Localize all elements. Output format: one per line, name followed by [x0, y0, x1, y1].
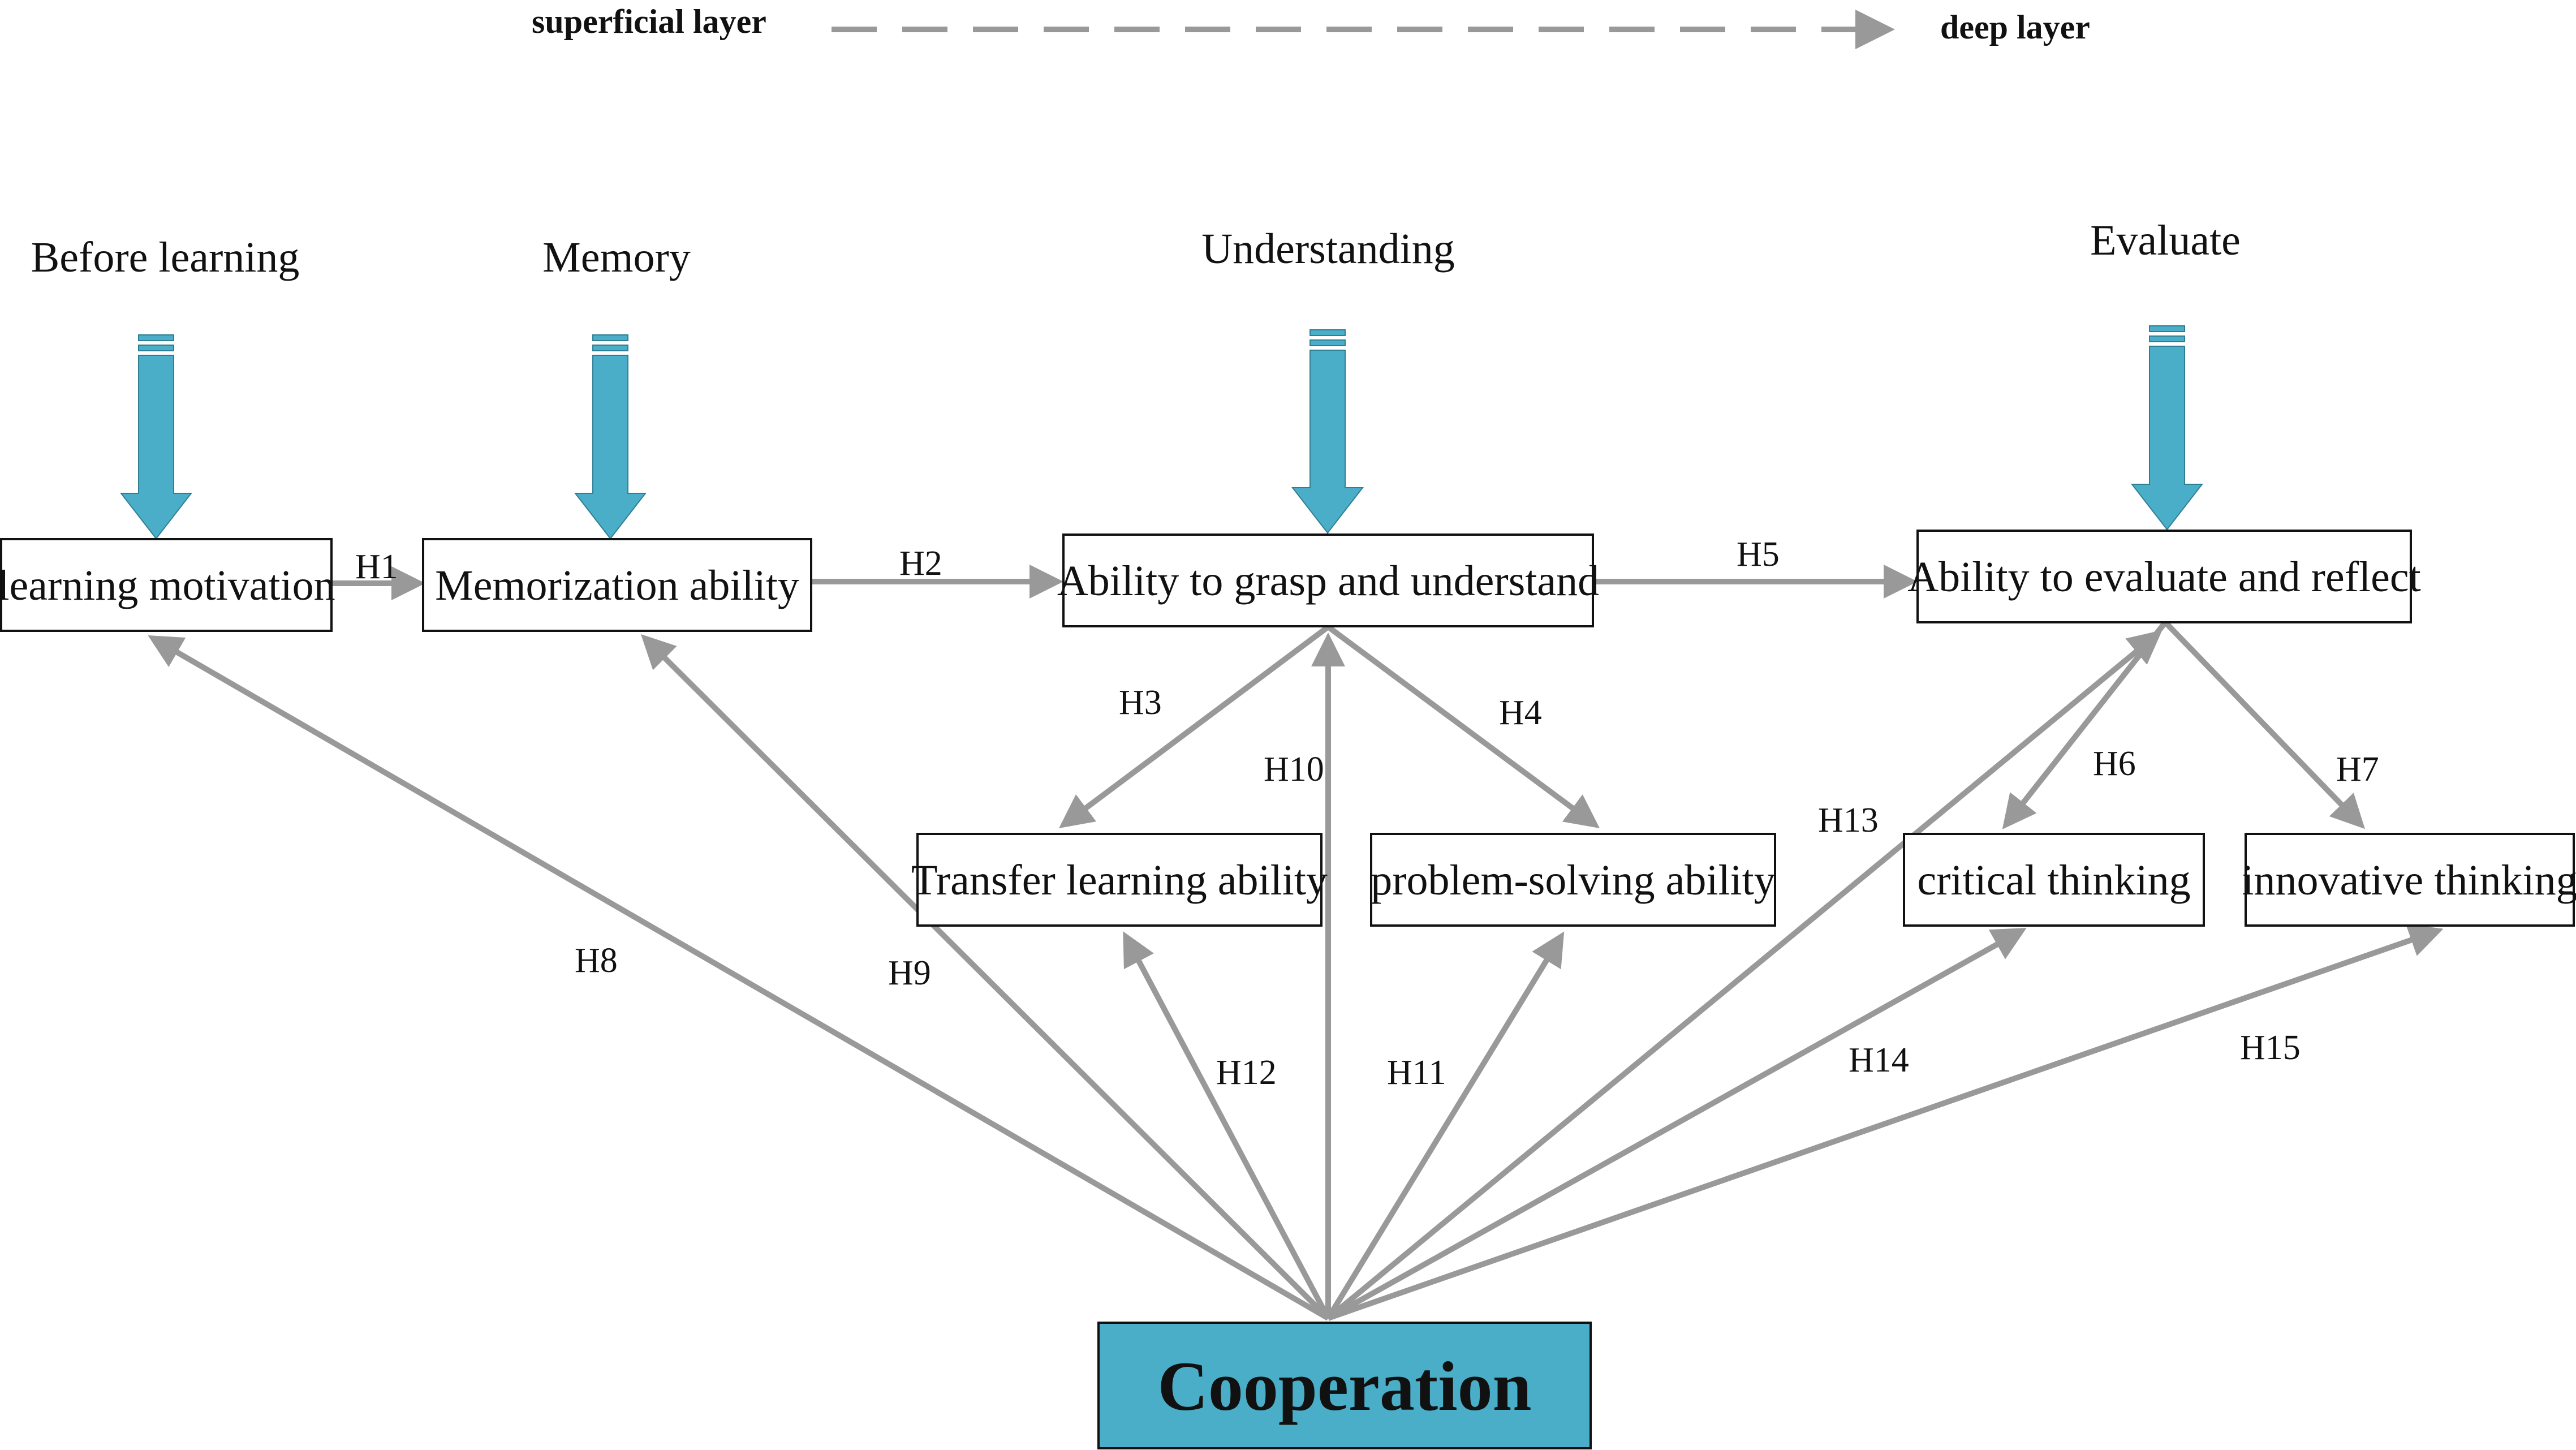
legend-to-label: deep layer — [1940, 8, 2090, 46]
node-label: Ability to grasp and understand — [1057, 557, 1599, 605]
hypothesis-label-h13: H13 — [1818, 801, 1879, 840]
stage-label-evaluate: Evaluate — [2090, 217, 2241, 264]
node-problem-solving: problem-solving ability — [1370, 833, 1776, 927]
node-label: Transfer learning ability — [911, 857, 1328, 904]
down-arrow-icon — [119, 334, 193, 540]
hypothesis-label-h4: H4 — [1499, 694, 1542, 732]
edge-h8 — [148, 635, 1330, 1321]
edge-h11 — [1325, 931, 1565, 1320]
node-label: critical thinking — [1917, 857, 2190, 904]
hypothesis-labels: H1 H2 H3 H4 H5 H6 H7 H8 H9 H10 H11 H12 H… — [355, 535, 2379, 1092]
node-label: innovative thinking — [2242, 857, 2576, 904]
hypothesis-label-h6: H6 — [2093, 745, 2136, 783]
hypothesis-label-h11: H11 — [1387, 1053, 1446, 1092]
legend-from-label: superficial layer — [532, 3, 766, 40]
hypothesis-label-h14: H14 — [1849, 1041, 1909, 1079]
stage-label-understanding: Understanding — [1201, 225, 1454, 273]
hypothesis-label-h9: H9 — [888, 954, 931, 992]
node-label: Ability to evaluate and reflect — [1907, 553, 2420, 601]
node-grasp-understand: Ability to grasp and understand — [1057, 533, 1599, 627]
node-critical-thinking: critical thinking — [1903, 833, 2205, 927]
node-transfer-learning: Transfer learning ability — [911, 833, 1328, 927]
hypothesis-label-h10: H10 — [1264, 750, 1324, 789]
node-memorization-ability: Memorization ability — [422, 538, 812, 632]
node-label: Memorization ability — [435, 562, 799, 609]
edge-h12 — [1123, 931, 1331, 1320]
hypothesis-label-h5: H5 — [1737, 535, 1780, 574]
node-cooperation: Cooperation — [1097, 1322, 1592, 1449]
hypothesis-label-h1: H1 — [355, 548, 398, 586]
node-evaluate-reflect: Ability to evaluate and reflect — [1907, 530, 2421, 623]
edges — [148, 565, 2444, 1321]
edge-h9 — [640, 634, 1330, 1320]
edge-h6 — [2002, 620, 2168, 829]
down-arrow-icon — [2130, 325, 2204, 531]
hypothesis-label-h8: H8 — [575, 941, 618, 980]
node-label: Cooperation — [1157, 1348, 1531, 1425]
stage-labels: Before learning Memory Understanding Eva… — [31, 217, 2241, 281]
node-label: learning motivation — [0, 562, 335, 609]
node-label: problem-solving ability — [1371, 857, 1776, 904]
stage-arrows — [119, 325, 2204, 540]
node-innovative-thinking: innovative thinking — [2242, 833, 2576, 927]
hypothesis-label-h7: H7 — [2336, 750, 2379, 789]
stage-label-before-learning: Before learning — [31, 234, 300, 281]
edge-h7 — [2163, 620, 2365, 829]
edge-h3 — [1058, 624, 1330, 828]
edge-h14 — [1326, 928, 2027, 1321]
down-arrow-icon — [1291, 329, 1364, 534]
legend: superficial layer deep layer — [532, 3, 2090, 49]
stage-label-memory: Memory — [542, 234, 691, 281]
hypothesis-label-h12: H12 — [1216, 1053, 1277, 1092]
node-learning-motivation: learning motivation — [0, 538, 335, 632]
edge-h15 — [1327, 924, 2444, 1321]
hypothesis-label-h2: H2 — [899, 544, 942, 583]
edge-h13 — [1326, 630, 2163, 1320]
hypothesis-label-h3: H3 — [1119, 683, 1162, 722]
hypothesis-label-h15: H15 — [2240, 1029, 2301, 1067]
down-arrow-icon — [574, 334, 647, 540]
edge-h4 — [1326, 624, 1600, 828]
